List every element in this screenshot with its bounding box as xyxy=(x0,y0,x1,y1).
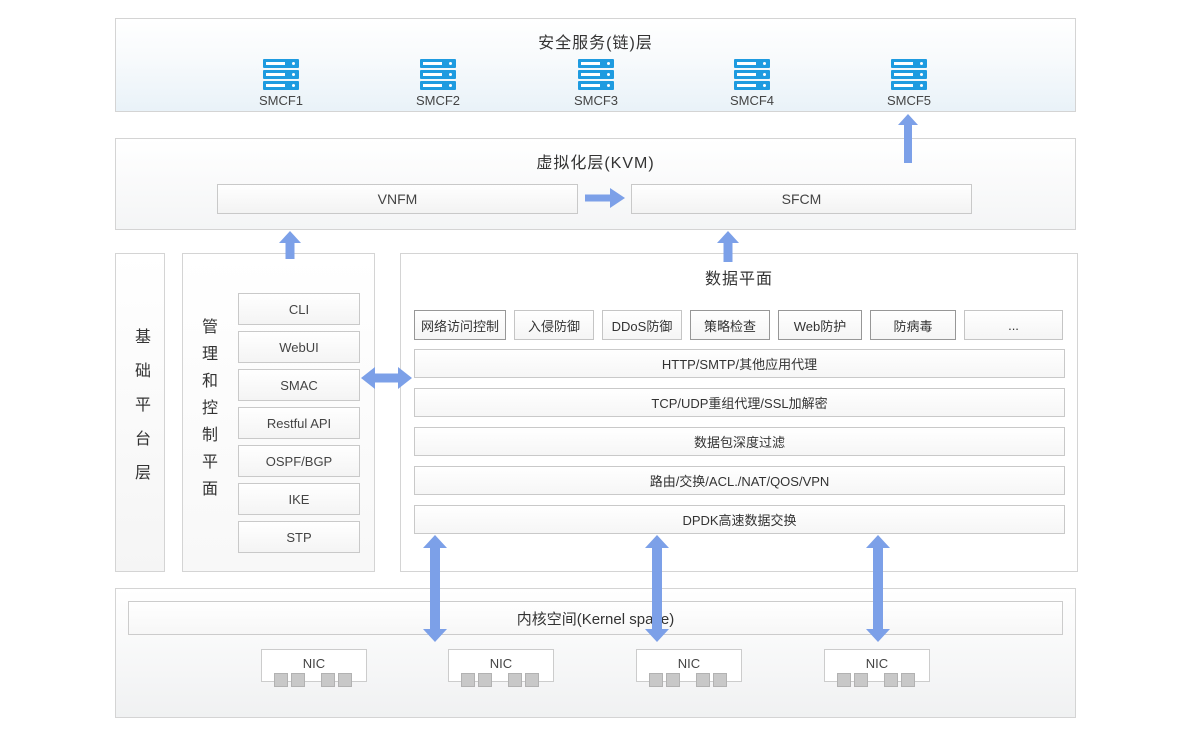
virtualization-layer: 虚拟化层(KVM) VNFM SFCM xyxy=(115,138,1076,230)
arrow-up-down-icon xyxy=(866,535,890,642)
server-rack-icon xyxy=(263,59,299,90)
arrow-up-icon xyxy=(279,231,301,259)
mgmt-item-list: CLI WebUI SMAC Restful API OSPF/BGP IKE … xyxy=(238,293,360,559)
mgmt-item-ospf-bgp: OSPF/BGP xyxy=(238,445,360,477)
arrow-left-right-icon xyxy=(361,367,412,389)
data-plane-modules: 网络访问控制 入侵防御 DDoS防御 策略检查 Web防护 防病毒 ... xyxy=(414,310,1063,340)
mgmt-title: 管理和控制平面 xyxy=(199,318,216,507)
arrow-up-icon xyxy=(898,114,918,163)
data-plane: 数据平面 网络访问控制 入侵防御 DDoS防御 策略检查 Web防护 防病毒 .… xyxy=(400,253,1078,572)
module-intrusion-prevention: 入侵防御 xyxy=(514,310,594,340)
server-rack-icon xyxy=(734,59,770,90)
smcf4-node: SMCF4 xyxy=(717,59,787,108)
smcf1-node: SMCF1 xyxy=(246,59,316,108)
row-routing-switching: 路由/交换/ACL./NAT/QOS/VPN xyxy=(414,466,1065,495)
kernel-layer: 内核空间(Kernel space) NIC NIC NIC NIC xyxy=(115,588,1076,718)
smcf5-node: SMCF5 xyxy=(874,59,944,108)
mgmt-item-cli: CLI xyxy=(238,293,360,325)
kvm-layer-title: 虚拟化层(KVM) xyxy=(536,155,655,172)
server-rack-icon xyxy=(891,59,927,90)
smcf3-node: SMCF3 xyxy=(561,59,631,108)
data-plane-title: 数据平面 xyxy=(704,271,773,288)
smcf4-label: SMCF4 xyxy=(729,93,775,108)
nic-ports-icon xyxy=(261,673,367,687)
sfcm-box: SFCM xyxy=(631,184,972,214)
server-rack-icon xyxy=(578,59,614,90)
mgmt-item-webui: WebUI xyxy=(238,331,360,363)
mgmt-control-plane: 管理和控制平面 CLI WebUI SMAC Restful API OSPF/… xyxy=(182,253,375,572)
module-ddos-defense: DDoS防御 xyxy=(602,310,682,340)
module-network-access-control: 网络访问控制 xyxy=(414,310,506,340)
kernel-space-bar: 内核空间(Kernel space) xyxy=(128,601,1063,635)
row-tcp-udp-ssl: TCP/UDP重组代理/SSL加解密 xyxy=(414,388,1065,417)
module-more: ... xyxy=(964,310,1063,340)
smcf3-label: SMCF3 xyxy=(573,93,619,108)
smcf1-label: SMCF1 xyxy=(258,93,304,108)
server-rack-icon xyxy=(420,59,456,90)
vnfm-box: VNFM xyxy=(217,184,578,214)
row-deep-packet-filter: 数据包深度过滤 xyxy=(414,427,1065,456)
module-policy-check: 策略检查 xyxy=(690,310,770,340)
smcf2-label: SMCF2 xyxy=(415,93,461,108)
security-layer-title: 安全服务(链)层 xyxy=(538,35,653,52)
arrow-up-down-icon xyxy=(423,535,447,642)
base-platform-layer: 基础平台层 xyxy=(115,253,165,572)
nic-ports-icon xyxy=(448,673,554,687)
nic-ports-icon xyxy=(636,673,742,687)
base-platform-title: 基础平台层 xyxy=(132,327,149,498)
arrow-right-icon xyxy=(585,188,625,208)
mgmt-title-wrap: 管理和控制平面 xyxy=(191,254,223,571)
nic-ports-icon xyxy=(824,673,930,687)
smcf5-label: SMCF5 xyxy=(886,93,932,108)
mgmt-item-ike: IKE xyxy=(238,483,360,515)
mgmt-item-restful-api: Restful API xyxy=(238,407,360,439)
smcf2-node: SMCF2 xyxy=(403,59,473,108)
row-http-smtp-proxy: HTTP/SMTP/其他应用代理 xyxy=(414,349,1065,378)
module-web-protection: Web防护 xyxy=(778,310,862,340)
arrow-up-down-icon xyxy=(645,535,669,642)
security-service-layer: 安全服务(链)层 SMCF1 SMCF2 SMCF3 SMCF4 xyxy=(115,18,1076,112)
arrow-up-icon xyxy=(717,231,739,262)
mgmt-item-smac: SMAC xyxy=(238,369,360,401)
module-antivirus: 防病毒 xyxy=(870,310,956,340)
mgmt-item-stp: STP xyxy=(238,521,360,553)
row-dpdk-switching: DPDK高速数据交换 xyxy=(414,505,1065,534)
